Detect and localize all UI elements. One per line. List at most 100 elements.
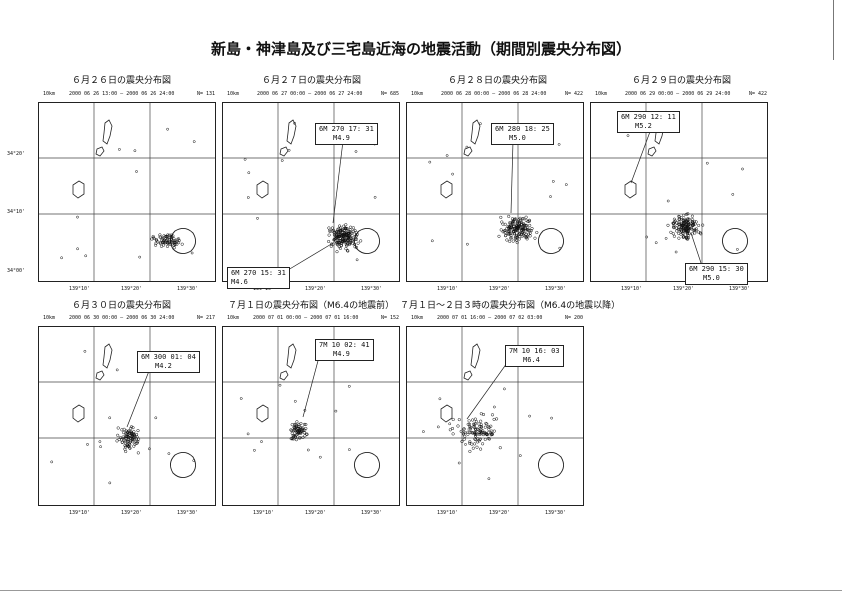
epicenter-marker [280,159,284,162]
epicenter-marker [688,227,692,231]
epicenter-marker [479,419,483,423]
epicenter-marker [693,222,697,226]
callout-leader-line [466,362,508,420]
epicenter-marker [296,430,300,434]
niijima-island-outline [470,343,481,369]
epicenter-marker [430,239,434,243]
epicenter-marker [461,431,465,435]
epicenter-marker [190,251,194,255]
epicenter-marker [338,224,342,228]
epicenter-marker [673,219,677,223]
scale-label: 10km [43,315,56,321]
epicenter-marker [346,242,350,246]
panel-title: ６月２９日の震央分布図 [632,76,732,86]
map-plot [39,327,215,505]
miyakejima-island-outline [538,228,564,254]
epicenter-marker [689,227,693,231]
epicenter-marker [682,235,686,239]
miyakejima-island-outline [170,452,196,478]
epicenter-marker [359,239,363,243]
epicenter-marker [677,226,681,230]
epicenter-marker [138,255,142,259]
epicenter-map-panel: 10km 2000 06 27 00:00 — 2000 06 27 24:00… [222,91,400,292]
event-callout: 6M 270 15: 31 M4.6 [227,267,290,289]
epicenter-marker [292,433,297,437]
epicenter-marker [677,236,681,240]
epicenter-marker [669,230,673,234]
scale-label: 10km [43,91,56,97]
epicenter-marker [346,235,350,239]
latitude-label: 34°10' [7,209,26,215]
epicenter-marker [108,416,112,420]
epicenter-marker [99,445,102,449]
epicenter-marker [296,427,300,431]
epicenter-marker [528,231,532,235]
longitude-label: 139°10' [69,510,91,516]
epicenter-marker [448,428,452,432]
epicenter-marker [345,244,349,248]
longitude-label: 139°30' [361,286,383,292]
callout-event-id: 6M 280 18: 25 [495,125,550,133]
epicenter-marker [131,438,136,442]
epicenter-marker [115,368,119,372]
epicenter-marker [129,425,134,429]
epicenter-marker [741,167,744,171]
epicenter-marker [349,239,353,243]
epicenter-marker [148,447,151,451]
epicenter-marker [292,425,296,429]
epicenter-marker [476,440,480,444]
epicenter-marker [477,422,481,426]
epicenter-marker [515,234,519,238]
epicenter-marker [335,242,339,246]
callout-leader-line [302,356,320,418]
epicenter-marker [507,214,511,218]
epicenter-marker [508,226,512,230]
scale-label: 10km [595,91,608,97]
epicenter-marker [518,454,522,457]
event-count: N= 217 [196,315,215,321]
epicenter-marker [353,237,358,241]
epicenter-marker [479,122,482,126]
epicenter-marker [535,230,539,235]
epicenter-marker [672,217,676,221]
longitude-label: 139°10' [253,510,275,516]
epicenter-marker [126,434,130,438]
epicenter-marker [503,222,507,226]
epicenter-marker [474,433,478,437]
callout-magnitude: M5.0 [509,134,526,142]
longitude-label: 139°20' [121,510,143,516]
date-range: 2000 06 26 13:00 — 2000 06 26 24:00 [69,91,175,97]
epicenter-marker [501,230,505,234]
epicenter-marker [344,231,349,235]
event-count: N= 685 [380,91,399,97]
epicenter-marker [468,440,472,444]
epicenter-marker [466,430,470,434]
epicenter-marker [686,221,690,225]
epicenter-marker [470,431,475,435]
epicenter-marker [349,225,353,229]
epicenter-marker [466,422,470,426]
epicenter-marker [672,226,676,230]
callout-event-id: 6M 270 15: 31 [231,269,286,277]
panel-title: ６月２７日の震央分布図 [262,76,362,86]
kozushima-island-outline [440,404,453,423]
epicenter-marker [166,127,169,131]
longitude-label: 139°30' [545,510,567,516]
epicenter-marker [150,237,154,241]
epicenter-map-panel: 10km 2000 07 01 00:00 — 2000 07 01 16:00… [222,315,400,516]
epicenter-marker [645,235,649,239]
epicenter-marker [466,432,470,436]
epicenter-marker [677,222,681,226]
kozushima-island-outline [440,180,453,199]
epicenter-marker [516,233,520,237]
epicenter-marker [528,223,532,227]
epicenter-marker [299,431,303,435]
epicenter-marker [504,234,508,238]
epicenter-marker [456,424,460,428]
epicenter-marker [334,409,338,413]
epicenter-marker [298,427,302,431]
epicenter-marker [290,431,294,435]
map-plot [223,103,399,281]
epicenter-marker [293,399,297,403]
panel-title: ７月１日の震央分布図（M6.4の地震前） [228,301,395,311]
